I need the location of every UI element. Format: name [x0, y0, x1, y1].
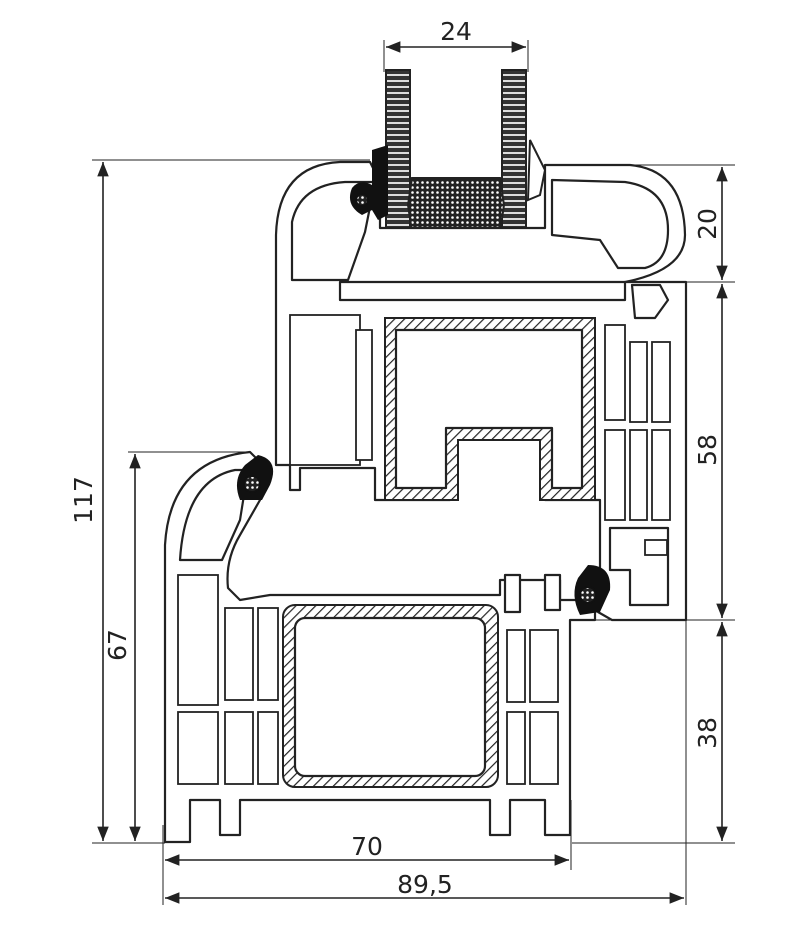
gaskets [236, 139, 611, 615]
glass-pane-inner [501, 69, 527, 241]
dim-frame-depth: 70 [351, 832, 383, 861]
glazing-gasket-inner [526, 139, 547, 202]
dim-total-depth: 89,5 [397, 870, 453, 899]
dimension-lines [92, 40, 735, 905]
glass-pane-outer [385, 69, 411, 241]
dim-frame-inner-height: 67 [103, 629, 132, 661]
dim-sash-top: 20 [693, 208, 722, 240]
dim-sash-height: 58 [693, 434, 722, 466]
sash-profile [274, 160, 688, 622]
dim-frame-height: 38 [693, 717, 722, 749]
frame-profile [163, 450, 597, 844]
dim-glass-thickness: 24 [440, 17, 472, 46]
spacer-bar [406, 177, 506, 233]
dim-total-height: 117 [69, 476, 98, 524]
